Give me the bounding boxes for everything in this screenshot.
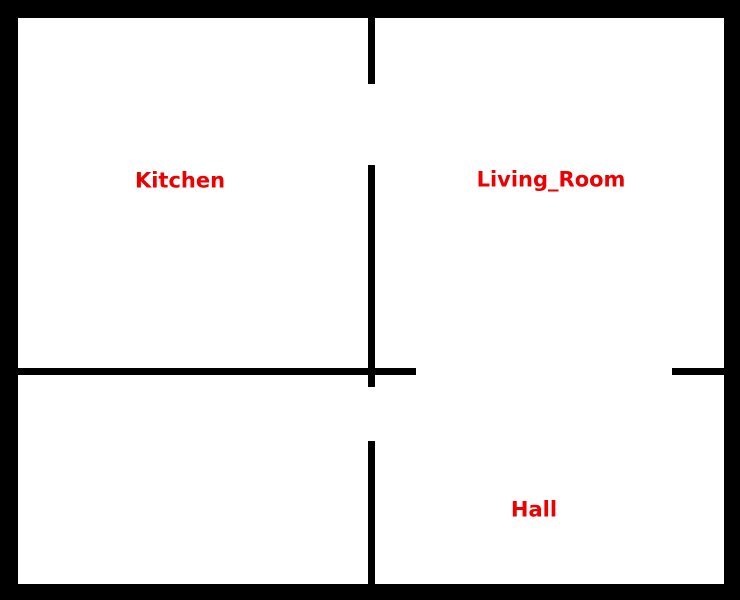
room-kitchen [18, 18, 368, 369]
interior-wall-vertical-upper [368, 18, 375, 84]
room-label-hall: Hall [510, 497, 558, 522]
room-living-room [375, 18, 724, 369]
interior-wall-horizontal-right [672, 368, 724, 375]
interior-wall-horizontal-left [18, 368, 416, 375]
outer-wall-bottom [0, 584, 740, 600]
room-hall [375, 376, 724, 584]
outer-wall-right [724, 0, 740, 600]
room-unlabeled [18, 376, 368, 584]
interior-wall-vertical-middle [368, 165, 375, 387]
interior-wall-vertical-lower [368, 441, 375, 584]
outer-wall-top [0, 0, 740, 18]
room-label-kitchen: Kitchen [134, 168, 226, 193]
outer-wall-left [0, 0, 18, 600]
room-label-living-room: Living_Room [476, 167, 626, 192]
